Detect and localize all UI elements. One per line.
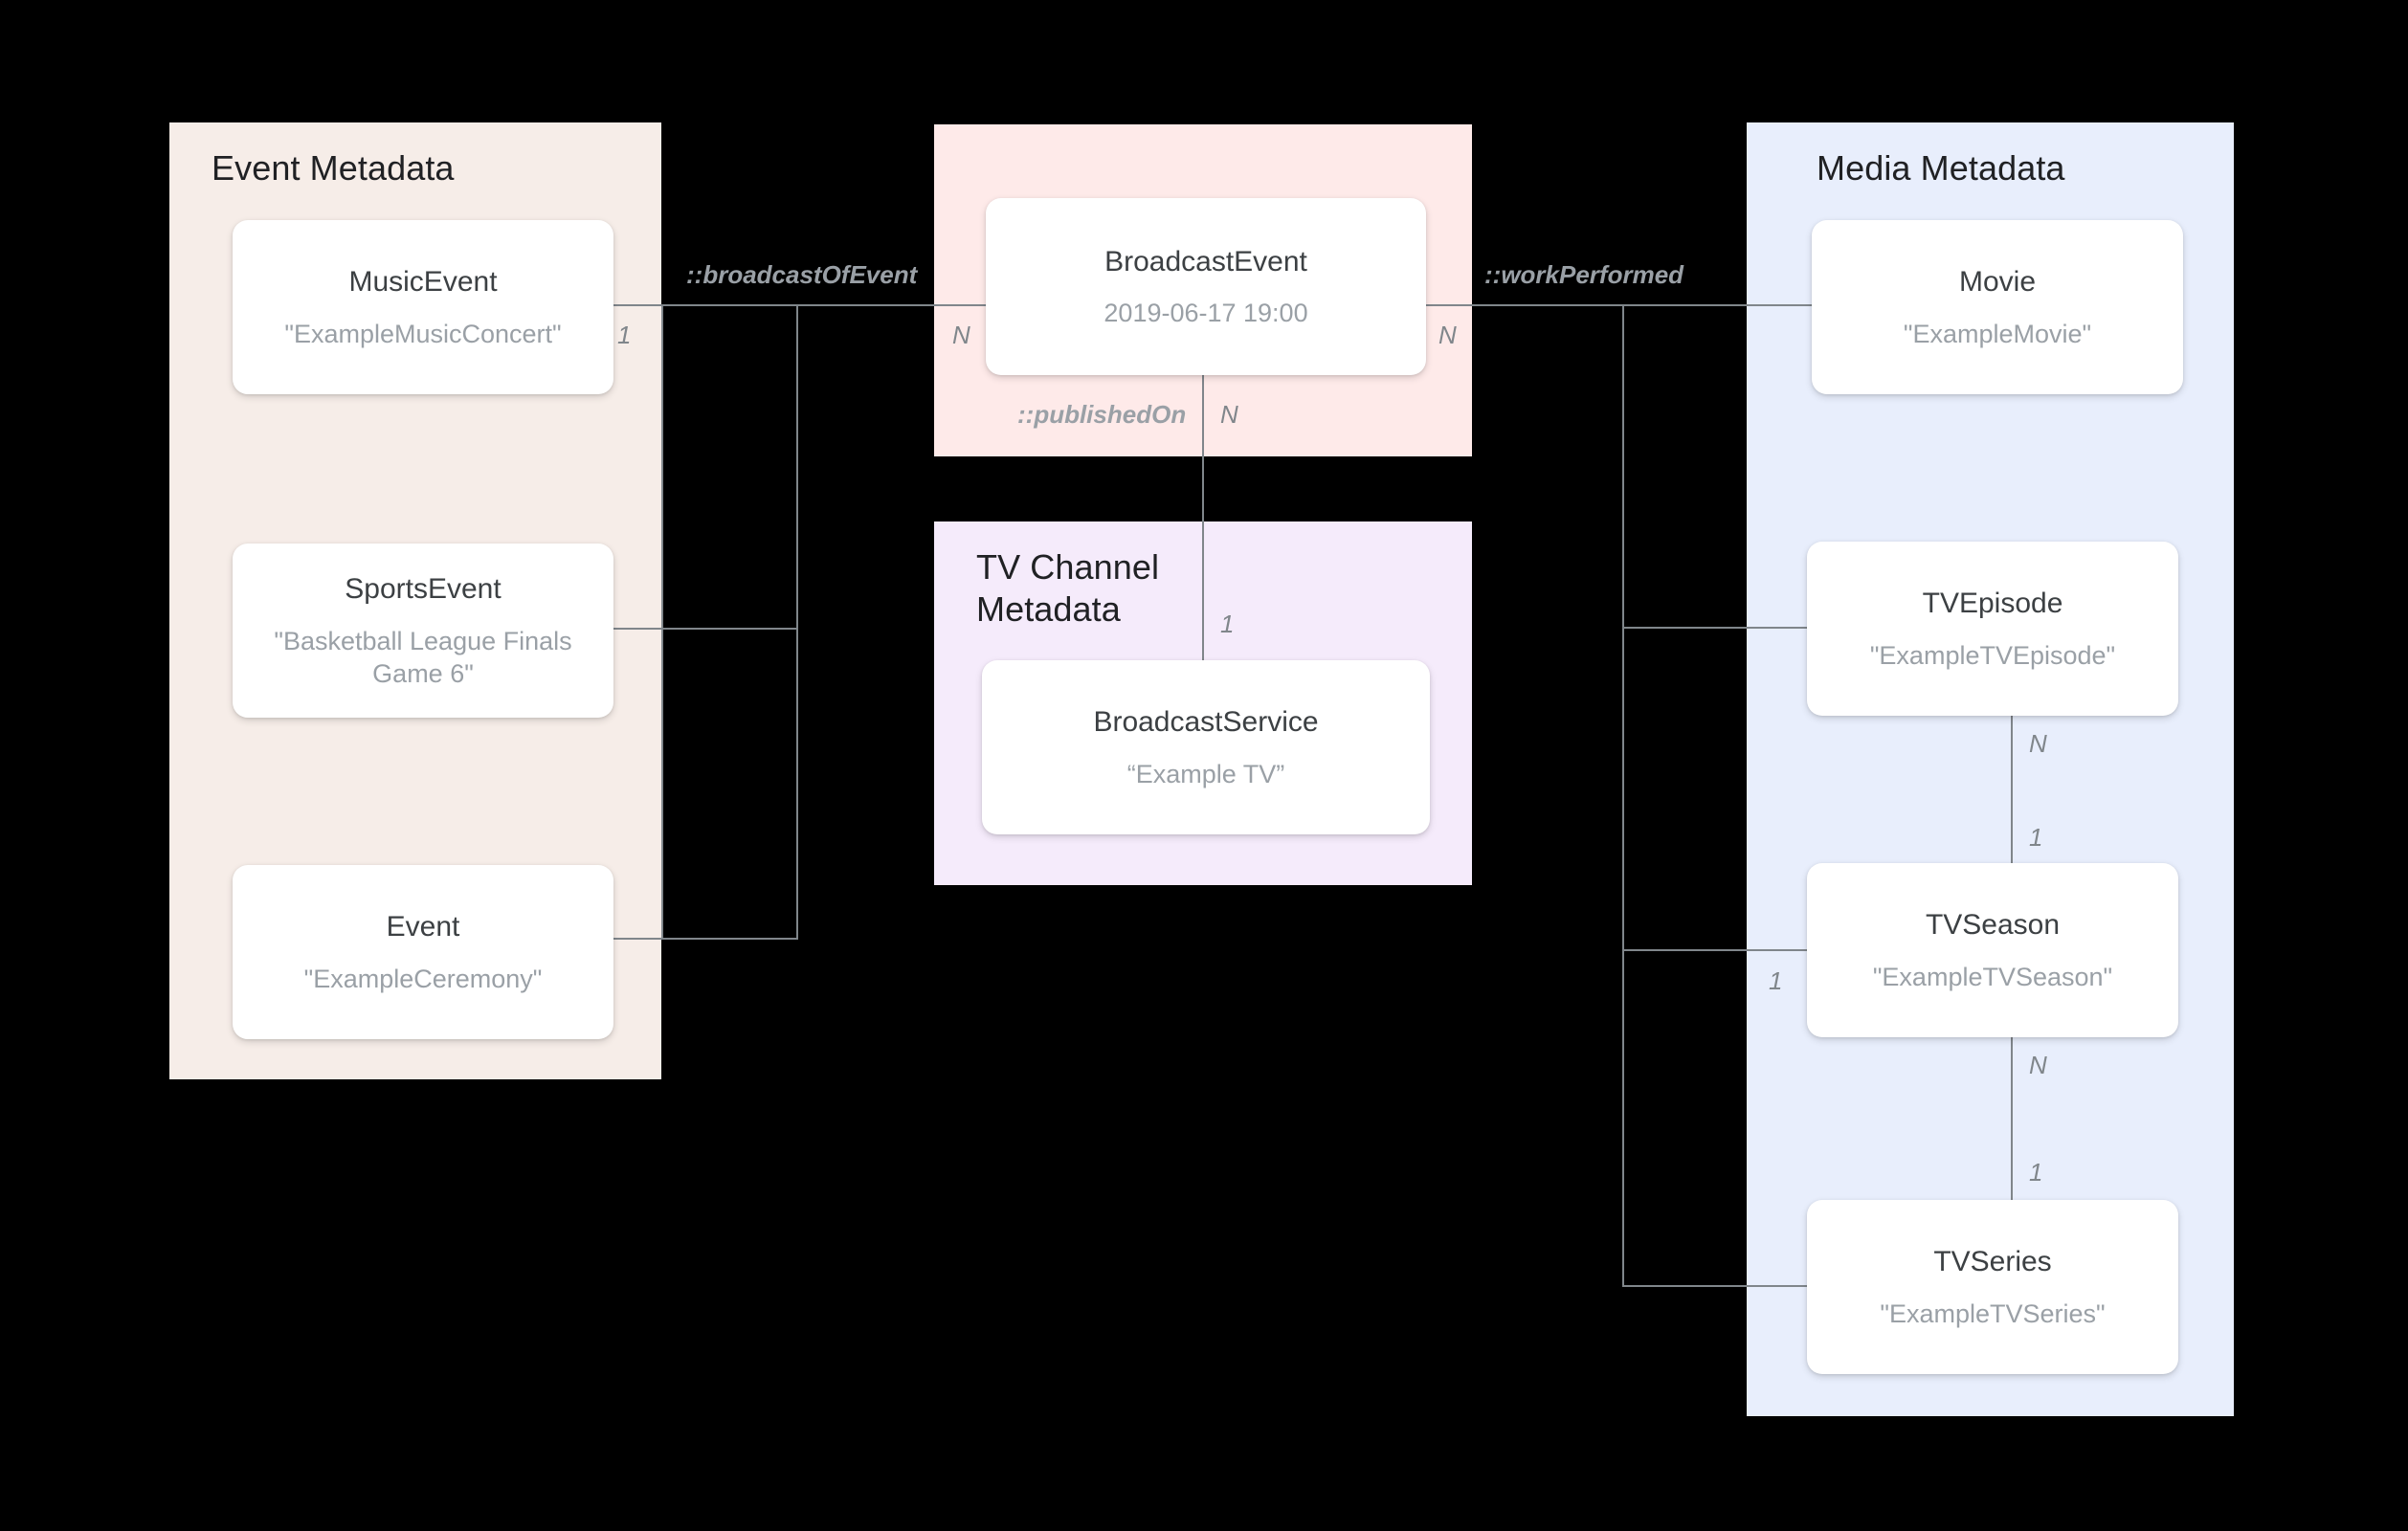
relation-label-published-on: ::publishedOn [1017,400,1187,429]
connector-tv-season-to-tv-series [2011,1037,2013,1200]
relation-label-broadcast-of-event: ::broadcastOfEvent [686,260,918,289]
node-subtitle-tv-episode: "ExampleTVEpisode" [1869,640,2116,670]
connector-sports-event-to-trunk [613,628,798,630]
cardinality-tv-season-left-1: 1 [1769,966,1783,995]
node-subtitle-movie: "ExampleMovie" [1903,319,2092,348]
node-sports-event[interactable]: SportsEvent "Basketball League Finals Ga… [233,544,613,718]
connector-media-trunk-vertical [1622,304,1624,1286]
relation-label-work-performed: ::workPerformed [1484,260,1684,289]
cardinality-broadcast-event-right-n: N [1438,321,1457,349]
group-title-tv-channel-metadata: TV Channel Metadata [976,547,1160,629]
node-subtitle-event: "ExampleCeremony" [303,964,543,993]
cardinality-tv-season-bottom-n: N [2029,1051,2047,1079]
node-tv-season[interactable]: TVSeason "ExampleTVSeason" [1807,863,2178,1037]
node-subtitle-tv-series: "ExampleTVSeries" [1880,1298,2106,1328]
connector-broadcast-event-to-broadcast-service [1202,375,1204,660]
cardinality-broadcast-service-top-1: 1 [1220,610,1235,638]
node-subtitle-sports-event: "Basketball League Finals Game 6" [274,626,572,688]
node-broadcast-service[interactable]: BroadcastService “Example TV” [982,660,1430,834]
node-event[interactable]: Event "ExampleCeremony" [233,865,613,1039]
node-title-tv-series: TVSeries [1933,1246,2052,1278]
connector-tv-episode-to-tv-season [2011,716,2013,863]
node-title-music-event: MusicEvent [348,266,498,299]
cardinality-broadcast-event-left-n: N [952,321,970,349]
node-title-event: Event [386,911,460,943]
node-subtitle-tv-season: "ExampleTVSeason" [1872,962,2113,991]
connector-event-group-edge-vertical-lower [661,628,663,938]
connector-event-to-trunk [613,938,798,940]
connector-trunk-to-tv-season [1622,949,1807,951]
node-subtitle-music-event: "ExampleMusicConcert" [284,319,562,348]
connector-broadcast-event-to-movie [1426,304,1812,306]
node-subtitle-broadcast-event: 2019-06-17 19:00 [1104,299,1308,328]
node-title-tv-season: TVSeason [1925,909,2061,942]
node-subtitle-broadcast-service: “Example TV” [1126,759,1285,788]
cardinality-broadcast-event-bottom-n: N [1220,400,1238,429]
node-title-broadcast-event: BroadcastEvent [1104,245,1307,277]
group-title-event-metadata: Event Metadata [212,148,455,188]
node-broadcast-event[interactable]: BroadcastEvent 2019-06-17 19:00 [986,198,1426,375]
connector-trunk-to-tv-episode [1622,627,1807,629]
node-tv-series[interactable]: TVSeries "ExampleTVSeries" [1807,1200,2178,1374]
connector-event-group-edge-vertical [661,304,663,628]
cardinality-tv-series-top-1: 1 [2029,1158,2043,1187]
node-tv-episode[interactable]: TVEpisode "ExampleTVEpisode" [1807,542,2178,716]
node-music-event[interactable]: MusicEvent "ExampleMusicConcert" [233,220,613,394]
node-title-broadcast-service: BroadcastService [1093,706,1319,739]
node-movie[interactable]: Movie "ExampleMovie" [1812,220,2183,394]
cardinality-sports-event-1: 1 [617,321,632,349]
connector-trunk-to-tv-series [1622,1285,1807,1287]
cardinality-tv-season-top-1: 1 [2029,823,2043,852]
connector-music-event-to-broadcast-event [613,304,986,306]
group-title-media-metadata: Media Metadata [1817,148,2065,188]
connector-event-trunk-vertical [796,304,798,938]
node-title-tv-episode: TVEpisode [1922,588,2063,620]
node-title-movie: Movie [1958,266,2037,299]
cardinality-tv-episode-bottom-n: N [2029,729,2047,758]
node-title-sports-event: SportsEvent [345,573,502,606]
